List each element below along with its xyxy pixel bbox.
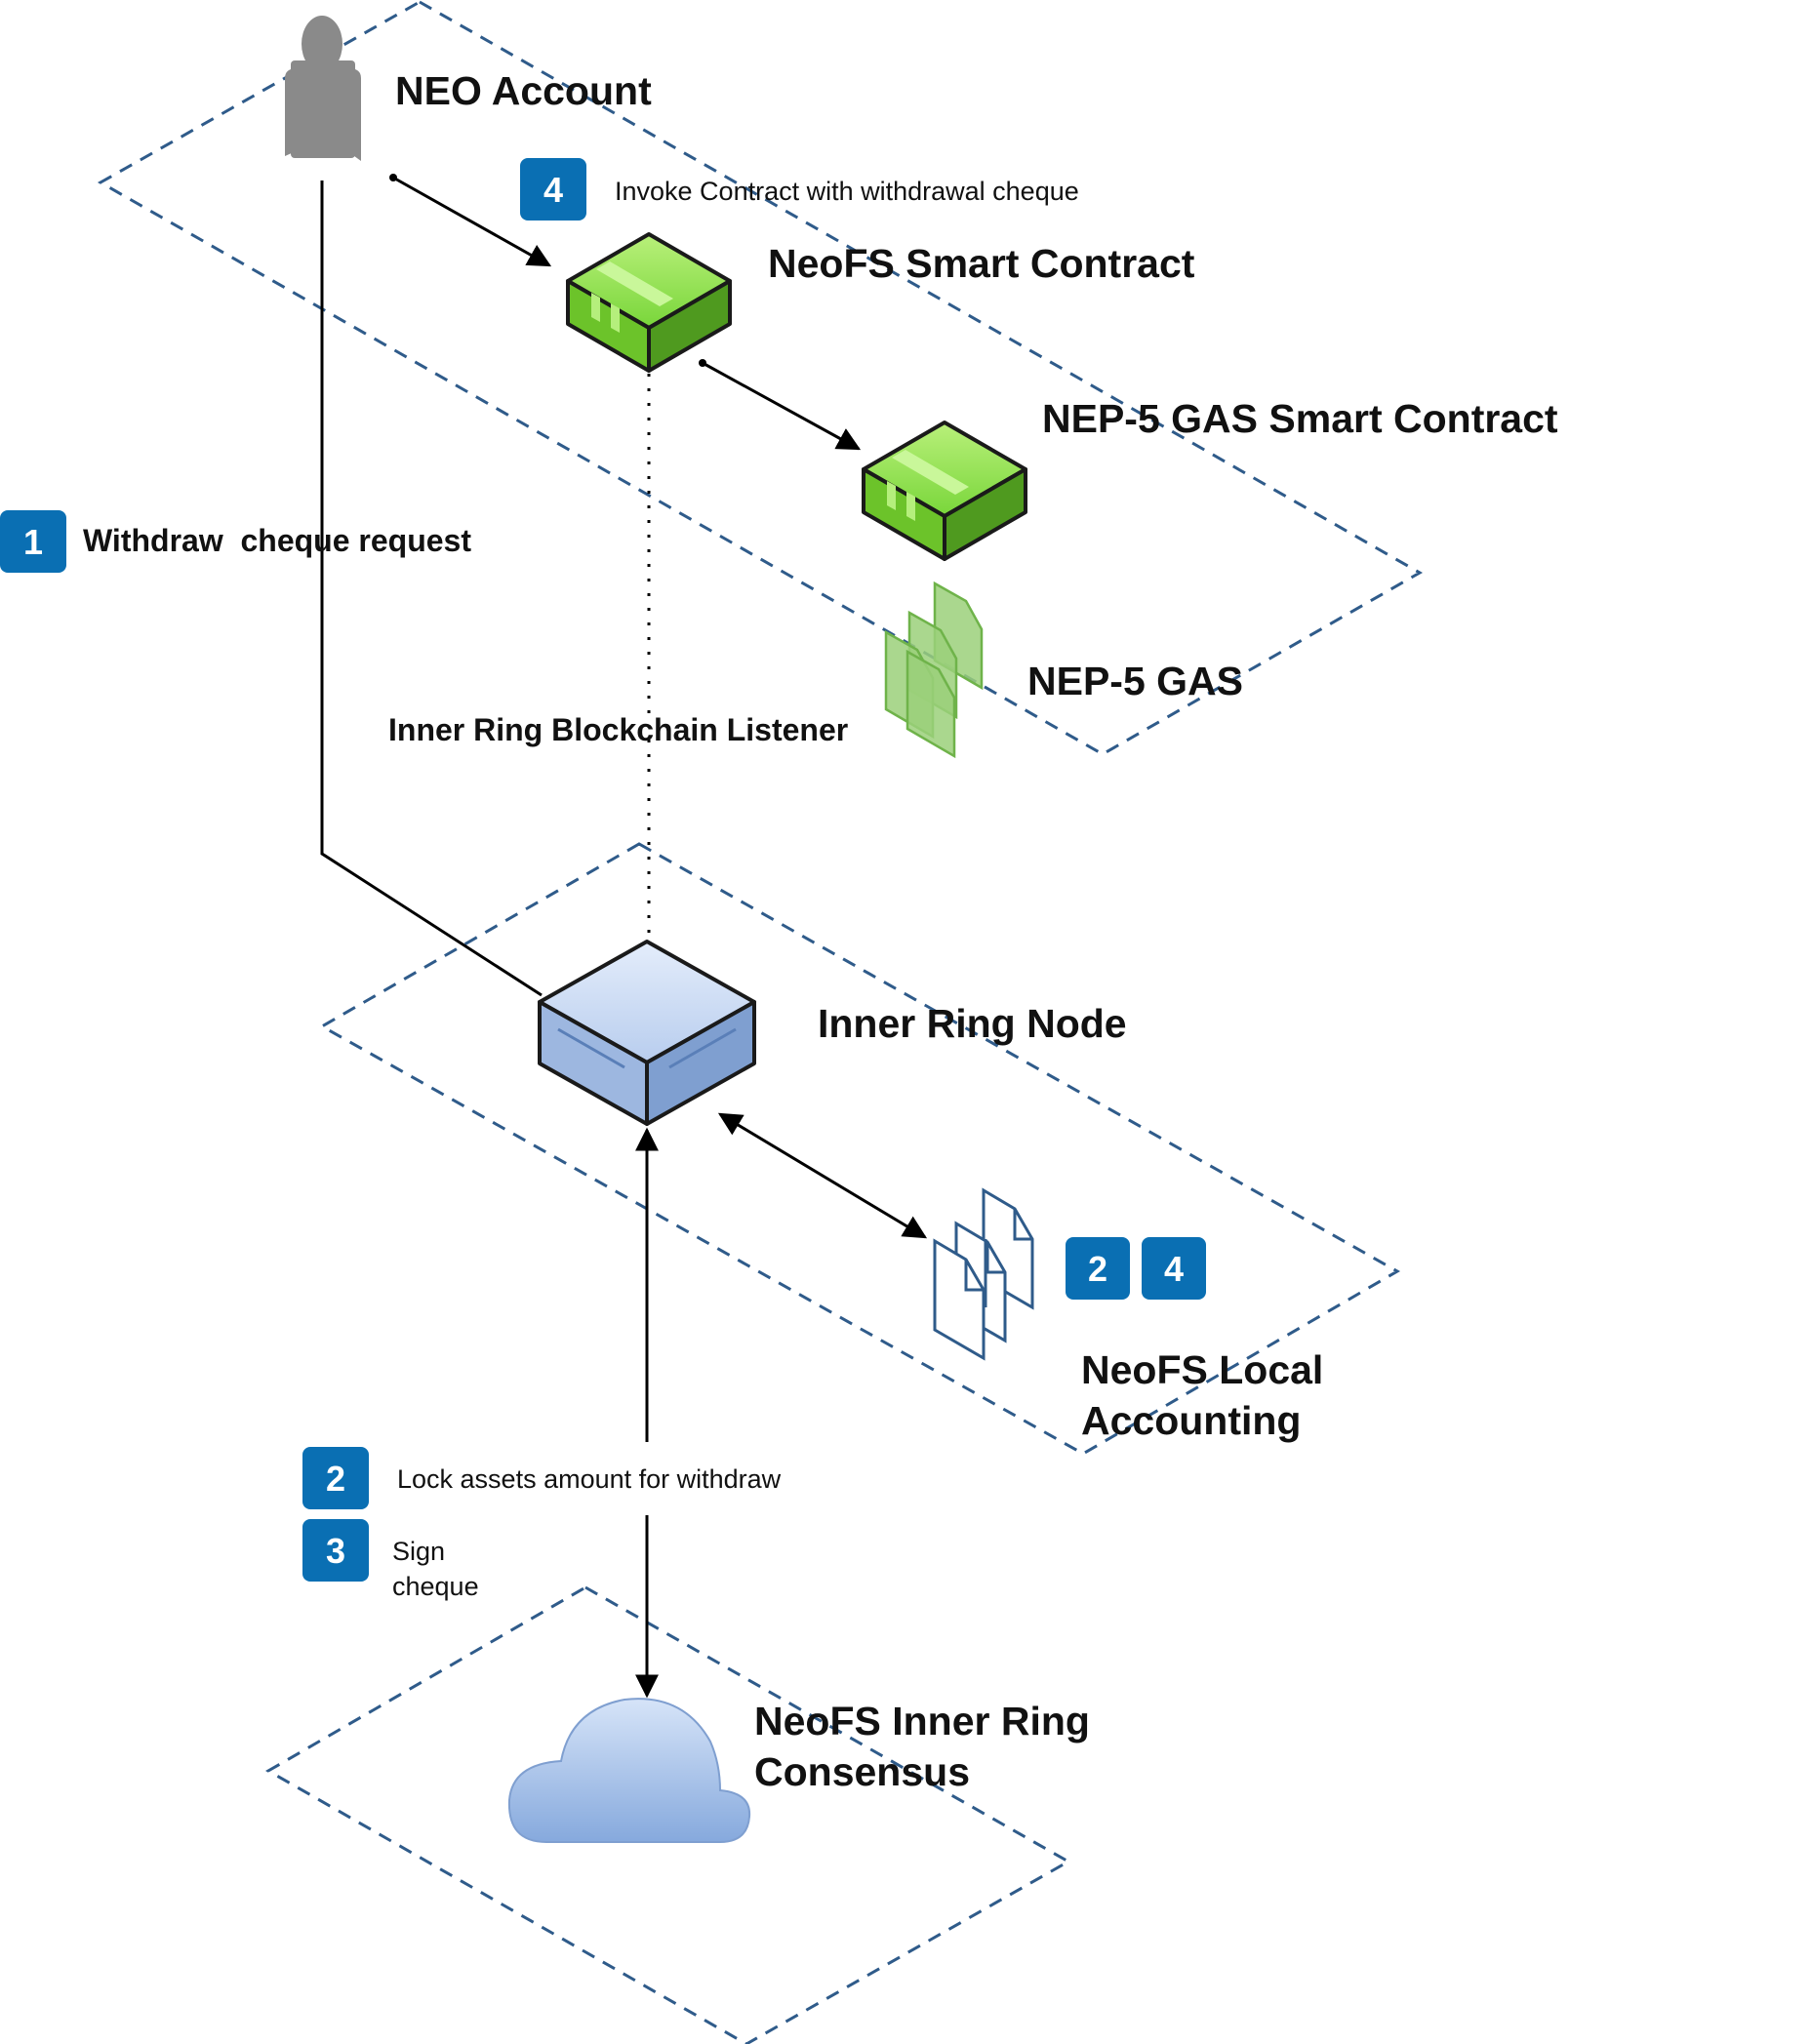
step-badge-invoke: 4 [520, 158, 586, 220]
accounting-arrow [717, 1112, 928, 1239]
svg-text:4: 4 [1164, 1249, 1184, 1289]
lock-step-label: Lock assets amount for withdraw [397, 1464, 782, 1494]
documents-icon [884, 581, 984, 759]
nep5-gas-contract-label: NEP-5 GAS Smart Contract [1042, 396, 1558, 441]
consensus-label-1: NeoFS Inner Ring [754, 1699, 1090, 1743]
neofs-contract-label: NeoFS Smart Contract [768, 241, 1195, 286]
step-badge-accounting-4: 4 [1142, 1237, 1206, 1300]
step-badge-accounting-2: 2 [1066, 1237, 1130, 1300]
plane-blockchain [97, 0, 1424, 756]
svg-text:4: 4 [543, 170, 563, 210]
server-icon [538, 940, 756, 1126]
consensus-label-2: Consensus [754, 1749, 970, 1794]
plane-consensus [264, 1585, 1072, 2044]
transfer-arrow [702, 361, 862, 451]
invoke-arrow [392, 176, 552, 267]
person-icon [285, 16, 361, 161]
documents-icon [933, 1187, 1034, 1361]
local-accounting-label-1: NeoFS Local [1081, 1347, 1323, 1392]
cube-icon [862, 421, 1027, 561]
cloud-icon [507, 1698, 751, 1843]
nep5-gas-label: NEP-5 GAS [1027, 659, 1243, 703]
inner-ring-node-label: Inner Ring Node [818, 1001, 1127, 1046]
withdraw-request-line [320, 180, 543, 997]
svg-text:1: 1 [23, 522, 43, 562]
plane-inner-ring [318, 842, 1401, 1456]
invoke-step-label: Invoke Contract with withdrawal cheque [615, 177, 1079, 206]
neo-account-label: NEO Account [395, 68, 652, 113]
step-badge-withdraw: 1 [0, 510, 66, 573]
withdraw-step-label: Withdraw cheque request [83, 523, 471, 558]
cube-icon [566, 232, 732, 373]
sign-step-label-1: Sign [392, 1537, 445, 1566]
listener-label: Inner Ring Blockchain Listener [388, 712, 848, 747]
svg-text:2: 2 [1088, 1249, 1107, 1289]
svg-text:3: 3 [326, 1531, 345, 1571]
local-accounting-label-2: Accounting [1081, 1398, 1301, 1443]
svg-text:2: 2 [326, 1459, 345, 1499]
step-badge-sign: 3 [302, 1519, 369, 1582]
sign-step-label-2: cheque [392, 1572, 479, 1601]
step-badge-lock: 2 [302, 1447, 369, 1509]
